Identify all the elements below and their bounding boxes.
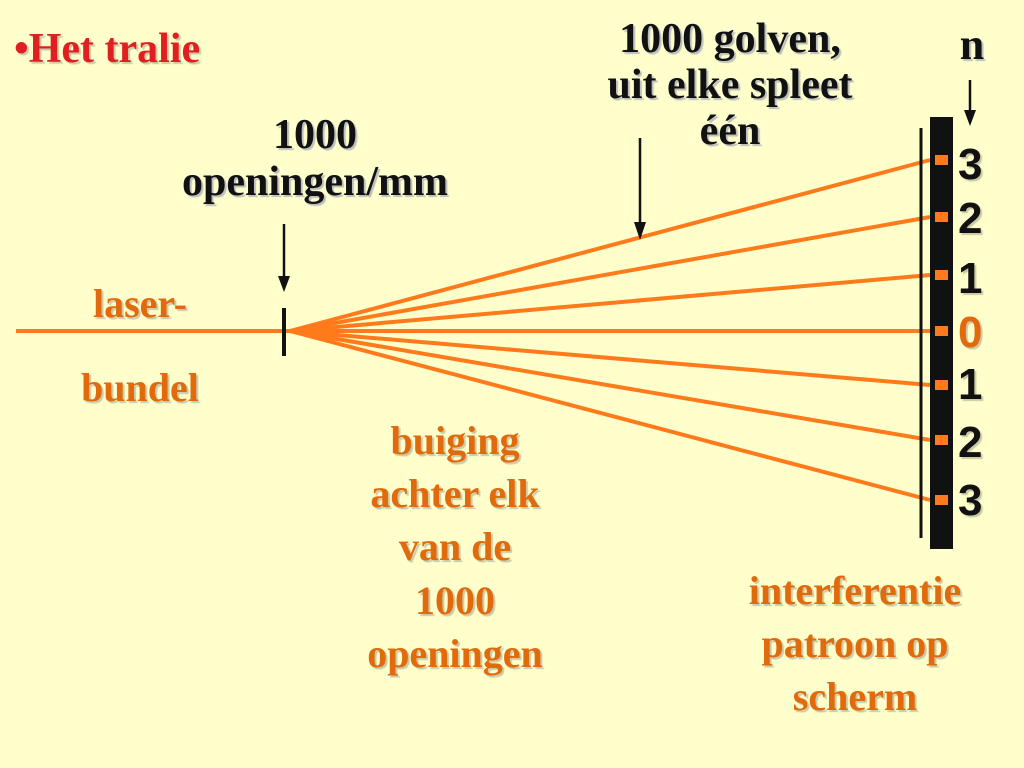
arrow-under-n: [964, 80, 976, 126]
order-header: n: [959, 20, 985, 69]
diffraction-label: buiging achter elk van de 1000 openingen: [320, 414, 590, 680]
laser-label-line2: bundel: [81, 365, 199, 410]
spot-order-down1: [935, 380, 948, 390]
interference-label-line3: scherm: [792, 674, 918, 720]
diffraction-label-line3: van de: [398, 524, 512, 570]
arrow-to-grating: [278, 224, 290, 292]
order-label-down2: 2: [958, 418, 983, 467]
ray-order-up3: [289, 158, 931, 333]
diffraction-label-line5: openingen: [367, 630, 543, 676]
diffraction-label-line1: buiging: [390, 418, 520, 463]
laser-label-line1: laser-: [92, 281, 188, 326]
waves-label-line3: één: [699, 108, 761, 155]
order-label-up1: 1: [958, 254, 983, 303]
ray-order-down2: [289, 329, 931, 442]
grating-label-line1: 1000: [273, 112, 357, 158]
spot-order-zero: [935, 326, 948, 336]
laser-label: laser- bundel: [40, 262, 240, 430]
slide-title: •Het tralie: [14, 26, 201, 72]
interference-label-line2: patroon op: [761, 621, 949, 667]
ray-order-up2: [289, 215, 931, 333]
grating-label-line2: openingen/mm: [181, 159, 449, 206]
ray-order-up1: [289, 273, 931, 333]
spot-order-up1: [935, 270, 948, 280]
waves-label-line1: 1000 golven,: [619, 16, 841, 62]
interference-label: interferentie patroon op scherm: [700, 564, 1010, 724]
ray-order-down1: [289, 329, 931, 387]
waves-label: 1000 golven, uit elke spleet één: [560, 16, 900, 155]
spot-order-down2: [935, 435, 948, 445]
spot-order-up3: [935, 155, 948, 165]
arrow-to-ray: [634, 138, 646, 240]
ray-order-down3: [289, 329, 931, 502]
spot-order-up2: [935, 212, 948, 222]
order-label-down3: 3: [958, 476, 983, 525]
spot-order-down3: [935, 495, 948, 505]
diffraction-label-line4: 1000: [415, 577, 495, 623]
order-label-zero: 0: [958, 308, 983, 357]
order-label-up3: 3: [958, 140, 983, 189]
interference-label-line1: interferentie: [748, 568, 962, 613]
order-label-up2: 2: [958, 194, 983, 243]
waves-label-line2: uit elke spleet: [607, 62, 853, 109]
diffraction-label-line2: achter elk: [370, 471, 540, 517]
grating-label: 1000 openingen/mm: [140, 112, 490, 206]
order-label-down1: 1: [958, 360, 983, 409]
